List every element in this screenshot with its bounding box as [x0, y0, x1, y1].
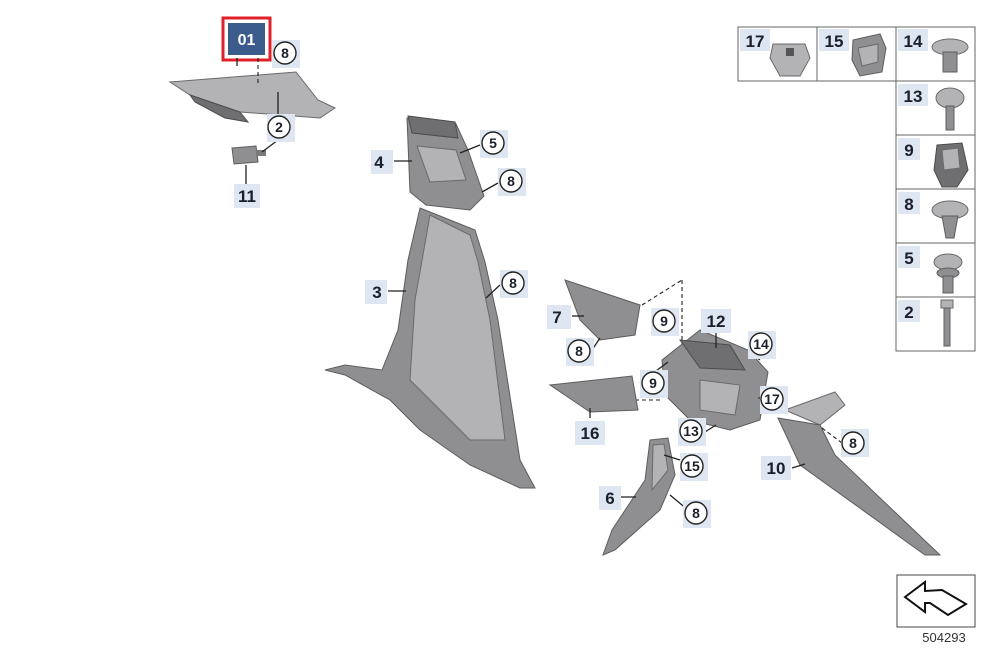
callout-10[interactable]: 10 [761, 456, 791, 480]
callout-circle-5[interactable]: 5 [480, 130, 508, 158]
callout-circle-8[interactable]: 8 [272, 40, 300, 68]
callout-12[interactable]: 12 [701, 309, 731, 333]
svg-text:8: 8 [575, 343, 583, 359]
callout-circle-8[interactable]: 8 [841, 429, 869, 457]
callout-circle-9[interactable]: 9 [651, 308, 679, 336]
grid-label-17: 17 [746, 32, 765, 51]
fastener-5-push-pin [933, 253, 963, 294]
fastener-grid: 17 15 14 13 9 8 5 2 [737, 26, 976, 352]
svg-text:9: 9 [660, 313, 668, 329]
callout-6[interactable]: 6 [599, 486, 621, 510]
navigation-arrow-icon[interactable] [896, 574, 976, 628]
svg-text:2: 2 [275, 119, 283, 135]
callout-11[interactable]: 11 [234, 184, 260, 208]
grid-label-13: 13 [904, 87, 923, 106]
callout-3[interactable]: 3 [365, 280, 387, 304]
grid-label-5: 5 [904, 249, 913, 268]
svg-text:6: 6 [605, 489, 614, 508]
callout-circle-9[interactable]: 9 [640, 370, 668, 398]
part-7-trim [564, 279, 641, 341]
svg-text:8: 8 [509, 275, 517, 291]
fastener-14-rivet [931, 38, 969, 73]
callout-circle-2[interactable]: 2 [267, 114, 295, 142]
callout-circle-14[interactable]: 14 [748, 331, 776, 359]
svg-text:3: 3 [372, 283, 381, 302]
svg-text:11: 11 [238, 187, 256, 206]
grid-label-14: 14 [904, 32, 923, 51]
callout-circle-8[interactable]: 8 [566, 338, 594, 366]
svg-text:7: 7 [552, 308, 561, 327]
grid-label-8: 8 [904, 195, 913, 214]
grid-label-9: 9 [904, 141, 913, 160]
fastener-17-nut [769, 43, 811, 77]
svg-text:14: 14 [753, 336, 769, 352]
diagram-reference-number: 504293 [922, 630, 965, 645]
part-16-trim [548, 375, 639, 413]
svg-text:16: 16 [581, 424, 600, 443]
callout-16[interactable]: 16 [575, 421, 605, 445]
fastener-13-screw [935, 87, 965, 131]
svg-text:5: 5 [489, 135, 497, 151]
callout-circle-8[interactable]: 8 [498, 168, 526, 196]
svg-text:12: 12 [707, 312, 726, 331]
callout-circle-15[interactable]: 15 [680, 453, 708, 481]
part-upper-trim [168, 71, 337, 165]
svg-text:8: 8 [281, 45, 289, 61]
callout-4[interactable]: 4 [371, 150, 393, 174]
fastener-2-screw [940, 299, 954, 347]
grid-label-15: 15 [825, 32, 844, 51]
svg-text:10: 10 [767, 459, 786, 478]
svg-text:8: 8 [507, 173, 515, 189]
svg-text:15: 15 [684, 458, 700, 474]
callout-circle-8[interactable]: 8 [500, 270, 528, 298]
svg-text:17: 17 [764, 391, 780, 407]
fastener-15-clip [851, 33, 887, 77]
grid-label-2: 2 [904, 303, 913, 322]
svg-text:13: 13 [683, 423, 699, 439]
callout-circle-8[interactable]: 8 [683, 500, 711, 528]
callout-circle-13[interactable]: 13 [678, 418, 706, 446]
svg-text:4: 4 [374, 153, 384, 172]
fastener-9-clip [933, 142, 969, 188]
part-3-pillar-trim [324, 207, 536, 489]
svg-text:8: 8 [849, 435, 857, 451]
badge-label: 01 [238, 32, 256, 49]
diagram-badge[interactable]: 01 [221, 16, 272, 62]
fastener-8-rivet [931, 200, 969, 239]
callout-circle-17[interactable]: 17 [760, 386, 788, 414]
callout-7[interactable]: 7 [547, 305, 571, 329]
svg-text:8: 8 [692, 505, 700, 521]
part-10-long-trim [777, 391, 942, 556]
svg-text:9: 9 [649, 375, 657, 391]
part-4-upper-cover [406, 115, 485, 211]
